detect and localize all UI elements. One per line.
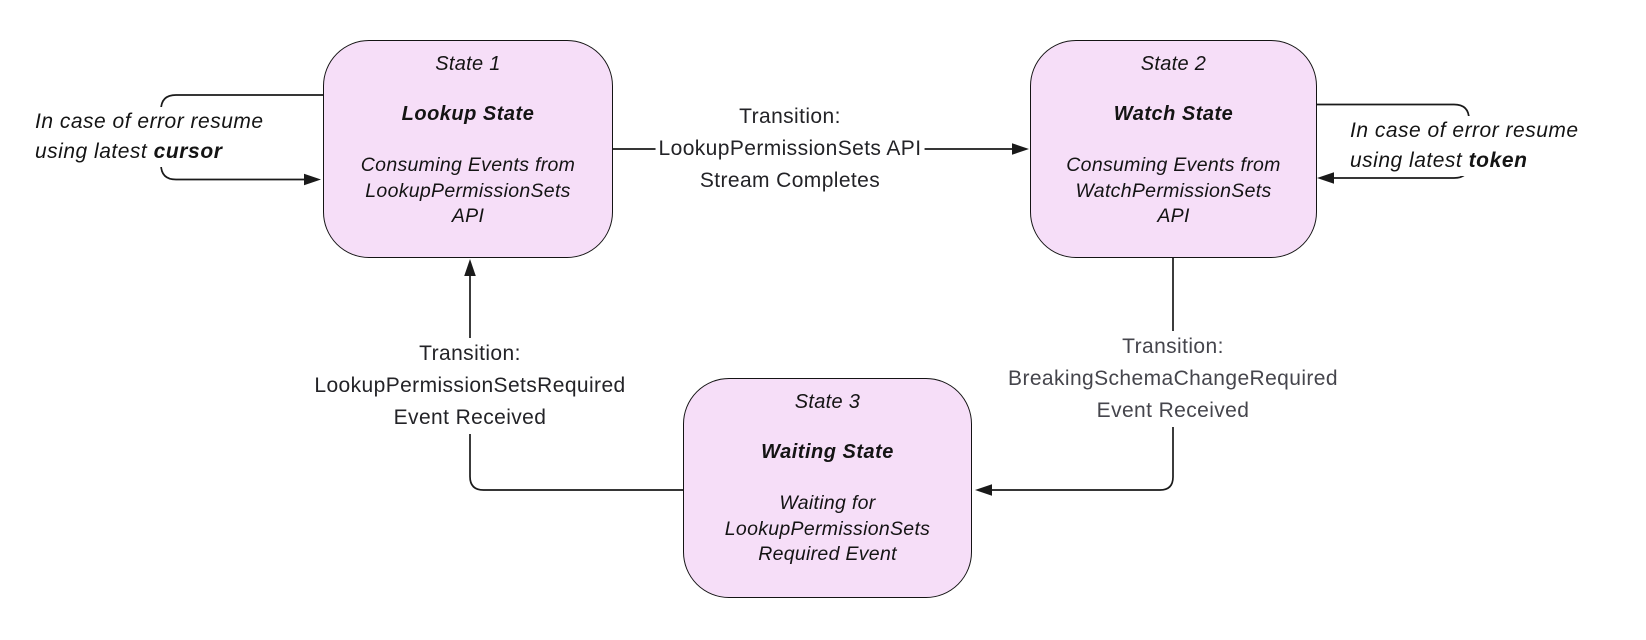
- state-title: State 3: [794, 391, 861, 413]
- state-name: Waiting State: [761, 441, 894, 463]
- state-description: Waiting for LookupPermissionSets Require…: [724, 492, 931, 565]
- transition-line-state2-to-state3: [992, 258, 1174, 491]
- arrowhead-state1-to-state2: [1012, 143, 1029, 155]
- state-description: Consuming Events from LookupPermissionSe…: [360, 154, 576, 227]
- arrowhead-state2-to-state3: [975, 484, 992, 496]
- transition-label-state3-to-state1: Transition: LookupPermissionSetsRequired…: [311, 338, 629, 434]
- state-description: Consuming Events from WatchPermissionSet…: [1066, 154, 1281, 227]
- state-name: Watch State: [1113, 103, 1234, 125]
- arrowhead-error-loop-state1: [304, 173, 321, 186]
- state-name: Lookup State: [401, 103, 535, 125]
- state-title: State 2: [1140, 53, 1207, 75]
- arrowhead-error-loop-state2: [1317, 172, 1334, 184]
- state-node-lookup: State 1 Lookup State Consuming Events fr…: [323, 40, 613, 258]
- error-note-text: In case of error resume using latest: [1350, 119, 1579, 172]
- error-note-keyword: cursor: [153, 140, 223, 163]
- state-node-watch: State 2 Watch State Consuming Events fro…: [1030, 40, 1317, 258]
- error-note-keyword: token: [1468, 149, 1528, 172]
- error-note-cursor: In case of error resume using latest cur…: [33, 107, 266, 167]
- arrowhead-state3-to-state1: [464, 259, 476, 276]
- transition-label-state1-to-state2: Transition: LookupPermissionSets API Str…: [655, 101, 925, 197]
- transition-line-state3-to-state1: [469, 276, 683, 491]
- state-node-waiting: State 3 Waiting State Waiting for Lookup…: [683, 378, 972, 598]
- state-title: State 1: [435, 53, 501, 75]
- error-note-text: In case of error resume using latest: [35, 110, 264, 163]
- transition-label-state2-to-state3: Transition: BreakingSchemaChangeRequired…: [1005, 331, 1341, 427]
- error-note-token: In case of error resume using latest tok…: [1348, 116, 1581, 176]
